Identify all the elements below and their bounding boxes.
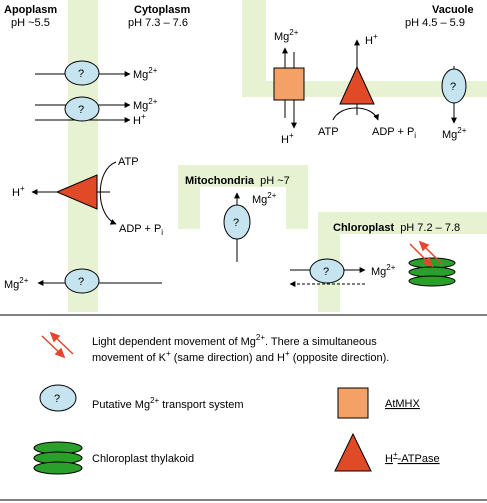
atp-label: ATP — [318, 126, 339, 138]
h-label: H+ — [12, 184, 25, 199]
legend-h-atpase-text: H+-ATPase — [385, 450, 440, 465]
plasma-mg-efflux: ? Mg2+ — [4, 268, 162, 294]
chloroplast-title: Chloroplast pH 7.2 – 7.8 — [333, 222, 460, 234]
transporter-symbol: ? — [78, 68, 84, 80]
transporter-symbol: ? — [78, 276, 84, 288]
vacuole-atmhx: Mg2+ H+ — [273, 28, 305, 146]
atp-hydrolysis-curve — [99, 161, 117, 225]
mg-label: Mg2+ — [4, 276, 29, 291]
mitochondria-title: Mitochondria pH ~7 — [185, 175, 290, 187]
putative-transporter — [64, 96, 100, 122]
atp-label: ATP — [118, 156, 139, 168]
plasma-mg-uptake-1: ? Mg2+ — [35, 60, 158, 86]
mitochondria-mg-uptake: ? Mg2+ — [223, 191, 277, 262]
ion-label: Mg2+ — [133, 66, 158, 81]
putative-transporter — [64, 60, 100, 86]
h-label: H+ — [133, 112, 146, 127]
putative-transporter — [64, 268, 100, 294]
apoplasm-ph: pH ~5.5 — [11, 17, 50, 29]
legend: Light dependent movement of Mg2+. There … — [33, 331, 440, 475]
atp-hydrolysis-curve — [332, 107, 379, 121]
h-label: H+ — [365, 32, 378, 47]
cytoplasm-ph: pH 7.3 – 7.6 — [128, 17, 188, 29]
transporter-symbol: ? — [233, 217, 239, 229]
legend-thylakoid-text: Chloroplast thylakoid — [92, 453, 194, 465]
adp-label: ADP + Pi — [372, 126, 416, 140]
mg-label: Mg2+ — [274, 28, 299, 43]
putative-transporter — [223, 204, 251, 240]
legend-thylakoid-icon — [33, 441, 83, 475]
legend-light-arrows-icon — [41, 331, 74, 359]
h-atpase-triangle — [339, 65, 375, 105]
mg-label: Mg2+ — [442, 126, 467, 141]
vacuole-ph: pH 4.5 – 5.9 — [405, 17, 465, 29]
mg-label: Mg2+ — [371, 263, 396, 278]
legend-light-text-line1: Light dependent movement of Mg2+. There … — [92, 333, 377, 348]
atmhx-square — [273, 67, 305, 101]
legend-putative-text: Putative Mg2+ transport system — [92, 396, 244, 411]
legend-transporter-icon — [39, 384, 77, 412]
putative-transporter — [441, 68, 467, 104]
vacuole-h-atpase: H+ ATP ADP + Pi — [318, 32, 416, 140]
plasma-membrane-band — [68, 0, 98, 312]
plasma-h-atpase: ATP ADP + Pi H+ — [12, 156, 163, 237]
mg-label: Mg2+ — [252, 191, 277, 206]
legend-h-atpase-icon — [334, 432, 372, 472]
plasma-mg-h-uptake: ? Mg2+ H+ — [35, 96, 158, 127]
thylakoid-stack — [408, 257, 456, 287]
apoplasm-title: Apoplasm — [4, 4, 57, 16]
chloroplast-mg-transport: ? Mg2+ — [289, 240, 456, 287]
vacuole-mg-efflux: ? Mg2+ — [441, 66, 467, 141]
thylakoid-disc — [408, 275, 456, 287]
mg-label: Mg2+ — [133, 97, 158, 112]
transporter-symbol: ? — [450, 81, 456, 93]
light-dependent-arrows — [409, 240, 443, 268]
legend-transporter-symbol: ? — [54, 393, 60, 405]
transporter-symbol: ? — [78, 104, 84, 116]
cytoplasm-title: Cytoplasm — [134, 4, 190, 16]
h-label: H+ — [281, 131, 294, 146]
vacuole-membrane-vertical — [242, 0, 266, 97]
transporter-symbol: ? — [323, 266, 329, 278]
legend-atmhx-text: AtMHX — [385, 398, 421, 410]
vacuole-title: Vacuole — [432, 4, 474, 16]
h-atpase-triangle — [55, 174, 98, 210]
adp-label: ADP + Pi — [119, 223, 163, 237]
legend-atmhx-icon — [337, 387, 369, 419]
putative-transporter — [309, 258, 345, 284]
legend-light-text-line2: movement of K+ (same direction) and H+ (… — [92, 349, 389, 364]
